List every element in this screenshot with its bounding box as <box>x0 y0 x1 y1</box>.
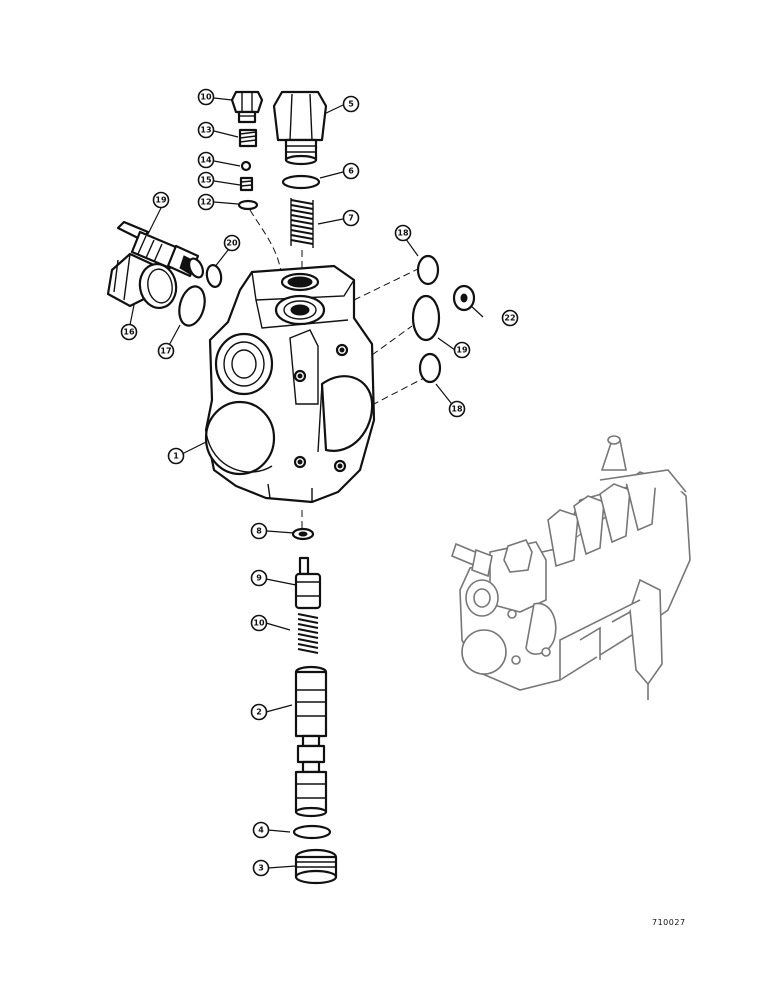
callout-9: 9 <box>250 569 268 587</box>
callout-3: 3 <box>252 859 270 877</box>
callout-4: 4 <box>252 821 270 839</box>
callout-22: 22 <box>501 309 519 327</box>
callout-13: 13 <box>197 121 215 139</box>
svg-text:10: 10 <box>200 93 212 102</box>
part-16-hex-plug <box>106 252 178 309</box>
callout-17: 17 <box>157 342 175 360</box>
part-17-o-ring <box>178 285 206 327</box>
svg-text:20: 20 <box>226 239 238 248</box>
svg-text:14: 14 <box>200 156 212 165</box>
part-7-spring <box>290 198 314 250</box>
part-15-poppet <box>239 176 254 192</box>
svg-text:9: 9 <box>256 574 262 583</box>
callout-1: 1 <box>167 447 185 465</box>
callout-20: 19 <box>152 191 170 209</box>
svg-text:19: 19 <box>155 196 167 205</box>
callout-14: 14 <box>197 151 215 169</box>
callout-19: 19 <box>453 341 471 359</box>
part-12-o-ring <box>237 199 259 211</box>
part-9-spool-end <box>294 556 322 610</box>
part-3-plug <box>294 848 338 885</box>
assembly-path <box>371 325 413 356</box>
callout-11: 10 <box>197 88 215 106</box>
svg-text:19: 19 <box>456 346 468 355</box>
part-20-relief-valve <box>116 220 204 279</box>
callout-8: 8 <box>250 522 268 540</box>
part-2-spool <box>294 665 328 818</box>
svg-text:18: 18 <box>451 405 463 414</box>
part-11-plug <box>230 90 264 124</box>
part-8-washer <box>291 527 315 541</box>
svg-text:10: 10 <box>253 619 265 628</box>
callout-15: 15 <box>197 171 215 189</box>
part-5-cap <box>272 90 328 166</box>
svg-text:13: 13 <box>200 126 211 135</box>
svg-text:3: 3 <box>258 864 264 873</box>
part-21-o-ring <box>205 263 223 289</box>
svg-text:12: 12 <box>200 198 211 207</box>
assembled-valve-illustration <box>451 435 691 700</box>
svg-text:5: 5 <box>348 100 354 109</box>
svg-text:1: 1 <box>173 452 179 461</box>
callout-18-lower: 18 <box>448 400 466 418</box>
part-6-o-ring <box>281 174 321 190</box>
part-4-o-ring <box>292 824 332 840</box>
svg-text:6: 6 <box>348 167 354 176</box>
part-14-ball <box>240 160 252 172</box>
svg-text:17: 17 <box>160 347 171 356</box>
svg-text:2: 2 <box>256 708 262 717</box>
assembly-path <box>371 377 425 406</box>
part-18-o-ring-upper <box>416 254 440 286</box>
callout-6: 6 <box>342 162 360 180</box>
svg-text:8: 8 <box>256 527 262 536</box>
svg-text:4: 4 <box>258 826 264 835</box>
assembly-path <box>353 267 421 301</box>
callout-5: 5 <box>342 95 360 113</box>
part-10-spring <box>297 613 319 654</box>
callout-16: 16 <box>120 323 138 341</box>
svg-text:16: 16 <box>123 328 135 337</box>
drawing-number: 710027 <box>652 918 686 927</box>
svg-text:18: 18 <box>397 229 409 238</box>
svg-text:22: 22 <box>504 314 515 323</box>
part-1-valve-body <box>204 264 376 504</box>
callout-21: 20 <box>223 234 241 252</box>
part-22-washer <box>452 284 476 312</box>
callout-18-upper: 18 <box>394 224 412 242</box>
callout-10: 10 <box>250 614 268 632</box>
part-18-o-ring-lower <box>418 352 442 384</box>
callout-12: 12 <box>197 193 215 211</box>
svg-text:7: 7 <box>348 214 354 223</box>
svg-text:15: 15 <box>200 176 212 185</box>
part-13-spring <box>238 128 258 148</box>
part-19-o-ring <box>411 294 441 342</box>
callout-2: 2 <box>250 703 268 721</box>
callout-7: 7 <box>342 209 360 227</box>
